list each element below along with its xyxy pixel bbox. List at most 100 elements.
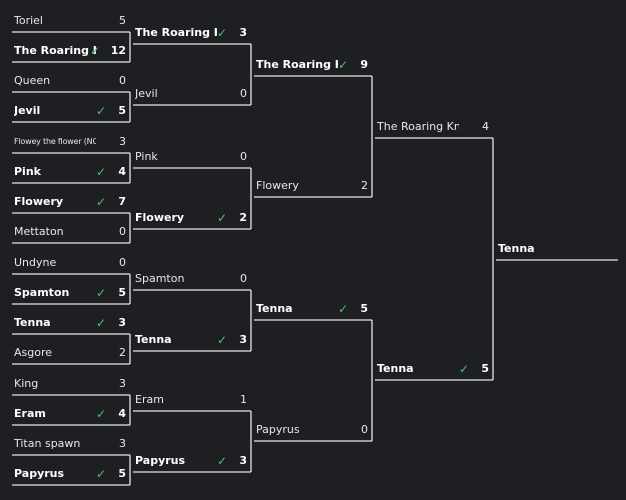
bracket-slot[interactable]: Toriel 5 bbox=[14, 12, 128, 30]
participant-score: 0 bbox=[240, 272, 247, 285]
bracket-slot[interactable]: Tenna 3 ✓ bbox=[14, 314, 128, 332]
participant-name: Eram bbox=[14, 407, 46, 420]
participant-score: 0 bbox=[119, 74, 126, 87]
participant-score: 2 bbox=[239, 211, 247, 224]
participant-score: 5 bbox=[119, 14, 126, 27]
winner-check-icon: ✓ bbox=[95, 195, 106, 209]
participant-name: Jevil bbox=[14, 104, 41, 117]
winner-check-icon: ✓ bbox=[458, 362, 469, 376]
participant-score: 3 bbox=[119, 135, 126, 148]
participant-name: Asgore bbox=[14, 346, 53, 359]
participant-name: Tenna bbox=[135, 333, 172, 346]
bracket-slot[interactable]: Undyne 0 bbox=[14, 254, 128, 272]
participant-name: Mettaton bbox=[14, 225, 64, 238]
winner-check-icon: ✓ bbox=[216, 26, 227, 40]
participant-score: 3 bbox=[119, 377, 126, 390]
participant-score: 3 bbox=[118, 316, 126, 329]
participant-score: 5 bbox=[118, 286, 126, 299]
bracket-slot[interactable]: Pink 0 bbox=[135, 148, 249, 166]
winner-check-icon: ✓ bbox=[95, 467, 106, 481]
participant-score: 3 bbox=[119, 437, 126, 450]
bracket-slot[interactable]: Flowery 7 ✓ bbox=[14, 193, 128, 211]
winner-check-icon: ✓ bbox=[95, 286, 106, 300]
winner-check-icon: ✓ bbox=[216, 211, 227, 225]
participant-name: Queen bbox=[14, 74, 51, 87]
winner-check-icon: ✓ bbox=[95, 104, 106, 118]
participant-score: 2 bbox=[119, 346, 126, 359]
bracket-slot[interactable]: Asgore 2 bbox=[14, 344, 128, 362]
participant-name: Papyrus bbox=[256, 423, 300, 436]
participant-name: Jevil bbox=[135, 87, 158, 100]
participant-score: 12 bbox=[110, 44, 126, 57]
participant-name: Flowey the flower (NO SOULS) bbox=[14, 137, 96, 146]
participant-name: Tenna bbox=[377, 362, 414, 375]
bracket-slot[interactable]: Queen 0 bbox=[14, 72, 128, 90]
winner-check-icon: ✓ bbox=[95, 165, 106, 179]
participant-score: 0 bbox=[240, 150, 247, 163]
bracket-slot[interactable]: The Roaring Knight 9 ✓ bbox=[256, 56, 370, 74]
participant-name: The Roaring Knight bbox=[256, 58, 338, 71]
participant-score: 7 bbox=[118, 195, 126, 208]
participant-name: Flowery bbox=[256, 179, 299, 192]
participant-score: 4 bbox=[118, 165, 126, 178]
participant-score: 5 bbox=[118, 467, 126, 480]
participant-score: 0 bbox=[119, 225, 126, 238]
participant-name: Papyrus bbox=[14, 467, 65, 480]
participant-score: 2 bbox=[361, 179, 368, 192]
participant-name: The Roaring Knight bbox=[377, 120, 459, 133]
bracket-slot[interactable]: Flowey the flower (NO SOULS) 3 bbox=[14, 133, 128, 151]
bracket-slot[interactable]: Jevil 0 bbox=[135, 85, 249, 103]
participant-name: Spamton bbox=[135, 272, 185, 285]
participant-name: Tenna bbox=[256, 302, 293, 315]
winner-check-icon: ✓ bbox=[89, 44, 100, 58]
champion-slot[interactable]: Tenna bbox=[498, 240, 616, 258]
bracket-slot[interactable]: Titan spawn 3 bbox=[14, 435, 128, 453]
bracket-slot[interactable]: Spamton 0 bbox=[135, 270, 249, 288]
participant-name: Papyrus bbox=[135, 454, 186, 467]
participant-name: Spamton bbox=[14, 286, 70, 299]
participant-name: Flowery bbox=[14, 195, 64, 208]
bracket-slot[interactable]: Jevil 5 ✓ bbox=[14, 102, 128, 120]
participant-name: Undyne bbox=[14, 256, 57, 269]
bracket-slot[interactable]: Papyrus 5 ✓ bbox=[14, 465, 128, 483]
participant-name: Flowery bbox=[135, 211, 185, 224]
participant-score: 0 bbox=[240, 87, 247, 100]
bracket-slot[interactable]: Spamton 5 ✓ bbox=[14, 284, 128, 302]
participant-score: 1 bbox=[240, 393, 247, 406]
participant-score: 3 bbox=[239, 454, 247, 467]
participant-name: Pink bbox=[135, 150, 158, 163]
bracket-slot[interactable]: King 3 bbox=[14, 375, 128, 393]
bracket-slot[interactable]: Tenna 5 ✓ bbox=[377, 360, 491, 378]
participant-name: Tenna bbox=[14, 316, 51, 329]
winner-check-icon: ✓ bbox=[216, 333, 227, 347]
participant-name: Titan spawn bbox=[14, 437, 81, 450]
participant-score: 5 bbox=[481, 362, 489, 375]
winner-check-icon: ✓ bbox=[337, 58, 348, 72]
bracket-slot[interactable]: Mettaton 0 bbox=[14, 223, 128, 241]
bracket-slot[interactable]: The Roaring Knight 3 ✓ bbox=[135, 24, 249, 42]
bracket-slot[interactable]: Tenna 3 ✓ bbox=[135, 331, 249, 349]
bracket-slot[interactable]: Flowery 2 ✓ bbox=[135, 209, 249, 227]
participant-name: Toriel bbox=[14, 14, 43, 27]
participant-name: King bbox=[14, 377, 39, 390]
bracket-slot[interactable]: The Roaring Knight4 bbox=[377, 118, 491, 136]
participant-score: 4 bbox=[118, 407, 126, 420]
winner-check-icon: ✓ bbox=[95, 316, 106, 330]
participant-score: 3 bbox=[239, 26, 247, 39]
participant-score: 5 bbox=[118, 104, 126, 117]
bracket-slot[interactable]: Flowery 2 bbox=[256, 177, 370, 195]
participant-score: 9 bbox=[360, 58, 368, 71]
winner-check-icon: ✓ bbox=[337, 302, 348, 316]
champion-name: Tenna bbox=[498, 242, 535, 255]
bracket-slot[interactable]: The Roaring Knight12✓ bbox=[14, 42, 128, 60]
participant-name: The Roaring Knight bbox=[135, 26, 217, 39]
participant-score: 0 bbox=[119, 256, 126, 269]
participant-score: 3 bbox=[239, 333, 247, 346]
